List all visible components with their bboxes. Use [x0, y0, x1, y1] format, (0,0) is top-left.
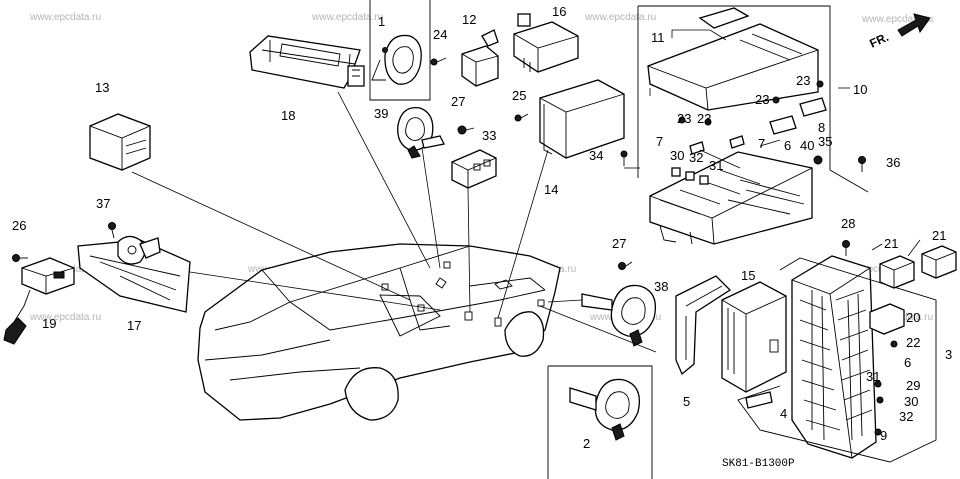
callout-16: 16: [552, 4, 566, 19]
watermark: www.epcdata.ru: [837, 264, 909, 275]
callout-38: 38: [654, 279, 668, 294]
part-16-unit: [513, 13, 579, 73]
diagram-code: SK81-B1300P: [722, 458, 795, 470]
callout-21-left: 21: [884, 236, 898, 251]
callout-23-d: 23: [697, 111, 711, 126]
callout-10: 10: [853, 82, 867, 97]
callout-32-lower: 32: [899, 409, 913, 424]
part-14-control-unit: [539, 79, 625, 159]
callout-31-lower: 31: [866, 369, 880, 384]
callout-19: 19: [42, 316, 56, 331]
leader-lines: [131, 29, 921, 353]
callout-14: 14: [544, 182, 558, 197]
callout-31-upper: 31: [709, 158, 723, 173]
watermark: www.epcdata.ru: [584, 12, 656, 23]
callouts: 1 2 3 4 5 6 6 7 7 8 9 10 11 12 13 14 15 …: [12, 4, 952, 451]
callout-2: 2: [583, 436, 590, 451]
callout-6-upper: 6: [784, 138, 791, 153]
callout-18: 18: [281, 108, 295, 123]
callout-24: 24: [433, 27, 447, 42]
part-7-clips: [689, 135, 745, 155]
callout-23-a: 23: [796, 73, 810, 88]
callout-7-right: 7: [758, 136, 765, 151]
part-3-fuse-box: [791, 255, 877, 459]
callout-11: 11: [651, 30, 665, 45]
part-2-horn: [547, 365, 653, 479]
front-arrow-icon: [897, 13, 931, 37]
callout-40: 40: [800, 138, 814, 153]
callout-30-upper: 30: [670, 148, 684, 163]
callout-30-lower: 30: [904, 394, 918, 409]
watermark: www.epcdata.ru: [29, 12, 101, 23]
part-1-horn: [369, 0, 431, 101]
callout-33: 33: [482, 128, 496, 143]
part-3-outline: [737, 257, 937, 463]
callout-20: 20: [906, 310, 920, 325]
callout-4: 4: [780, 406, 787, 421]
callout-5: 5: [683, 394, 690, 409]
callout-27-lower: 27: [612, 236, 626, 251]
callout-1: 1: [378, 14, 385, 29]
part-39-horn: [397, 106, 445, 159]
callout-15: 15: [741, 268, 755, 283]
callout-25: 25: [512, 88, 526, 103]
part-33-connector: [451, 149, 497, 189]
part-6-bracket: [769, 115, 797, 135]
part-21-relays: [869, 245, 957, 335]
part-11-cover: [647, 7, 819, 111]
watermark: www.epcdata.ru: [861, 14, 933, 25]
callout-36: 36: [886, 155, 900, 170]
callout-6-lower: 6: [904, 355, 911, 370]
callout-21-right: 21: [932, 228, 946, 243]
callout-27-upper: 27: [451, 94, 465, 109]
callout-29: 29: [906, 378, 920, 393]
callout-22: 22: [906, 335, 920, 350]
callout-17: 17: [127, 318, 141, 333]
callout-37: 37: [96, 196, 110, 211]
part-19-sensor: [3, 257, 75, 345]
callout-7-left: 7: [656, 134, 663, 149]
part-38-horn: [581, 284, 657, 347]
part-17-bracket: [77, 235, 191, 313]
callout-3: 3: [945, 347, 952, 362]
callout-8: 8: [818, 120, 825, 135]
callout-9: 9: [880, 428, 887, 443]
fuse-block-main: [649, 151, 813, 245]
bolts: [12, 57, 898, 436]
watermark: www.epcdata.ru: [29, 312, 101, 323]
callout-13: 13: [95, 80, 109, 95]
callout-32-upper: 32: [689, 150, 703, 165]
part-5-cover: [675, 275, 732, 376]
part-18-bracket-unit: [249, 35, 365, 89]
callout-23-c: 23: [677, 111, 691, 126]
part-13-unit: [89, 113, 151, 171]
part-12-relay: [461, 29, 499, 87]
watermark: www.epcdata.ru: [311, 12, 383, 23]
callout-28: 28: [841, 216, 855, 231]
callout-12: 12: [462, 12, 476, 27]
callout-34: 34: [589, 148, 603, 163]
callout-35: 35: [818, 134, 832, 149]
direction-label: FR.: [867, 30, 890, 51]
callout-26: 26: [12, 218, 26, 233]
callout-23-b: 23: [755, 92, 769, 107]
part-8-bracket: [799, 97, 827, 117]
part-10-outline: [637, 5, 869, 193]
callout-39: 39: [374, 106, 388, 121]
part-15-control-unit: [721, 281, 787, 393]
